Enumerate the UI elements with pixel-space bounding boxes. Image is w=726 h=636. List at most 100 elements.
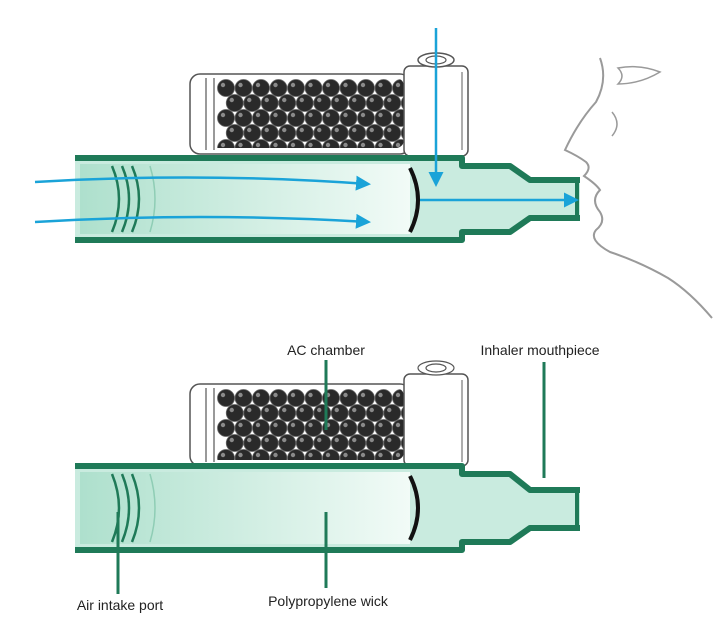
carbon-bead: [322, 109, 340, 127]
air-flow-arrows: [34, 28, 579, 229]
bead-highlight: [299, 97, 304, 103]
bead-highlight: [255, 452, 261, 458]
bead-highlight: [378, 142, 383, 148]
label-ac-chamber: AC chamber: [287, 342, 365, 358]
carbon-bead: [269, 79, 288, 97]
carbon-bead: [348, 434, 367, 452]
bead-highlight: [255, 422, 261, 428]
carbon-bead: [322, 79, 340, 97]
carbon-bead: [234, 389, 253, 407]
bead-highlight: [325, 112, 331, 118]
carbon-bead: [295, 404, 314, 422]
carbon-bead: [357, 109, 375, 127]
bead-highlight: [343, 452, 348, 458]
carbon-bead: [339, 79, 358, 97]
carbon-bead: [313, 124, 332, 142]
carbon-bead: [234, 79, 253, 97]
carbon-bead: [269, 389, 288, 407]
bead-highlight: [387, 127, 392, 133]
label-mouthpiece: Inhaler mouthpiece: [480, 342, 599, 358]
bead-highlight: [360, 452, 366, 458]
bead-highlight: [238, 422, 243, 428]
carbon-bead: [339, 109, 358, 127]
bead-highlight: [334, 437, 339, 443]
bead-highlight: [229, 437, 234, 443]
carbon-bead: [348, 124, 367, 142]
bead-highlight: [264, 97, 269, 103]
bead-highlight: [220, 392, 226, 398]
bead-highlight: [352, 437, 357, 443]
carbon-bead: [330, 404, 349, 422]
bead-highlight: [334, 407, 339, 413]
bead-highlight: [255, 112, 261, 118]
carbon-bead: [348, 404, 367, 422]
carbon-bead: [278, 404, 297, 422]
bead-highlight: [273, 452, 278, 458]
carbon-beads: [217, 389, 404, 460]
bead-highlight: [369, 407, 374, 413]
bead-highlight: [360, 82, 366, 88]
carbon-bead: [269, 419, 288, 437]
carbon-bead: [304, 109, 323, 127]
bead-highlight: [229, 97, 234, 103]
bead-highlight: [317, 437, 322, 443]
bead-highlight: [360, 422, 366, 428]
carbon-bead: [295, 434, 314, 452]
bead-highlight: [360, 392, 366, 398]
carbon-bead: [365, 434, 384, 452]
bead-highlight: [325, 452, 331, 458]
bead-highlight: [238, 392, 243, 398]
bead-highlight: [378, 452, 383, 458]
bead-highlight: [334, 97, 339, 103]
carbon-bead: [252, 109, 270, 127]
bead-highlight: [395, 142, 401, 148]
top-inhaler: [34, 28, 713, 319]
label-wick: Polypropylene wick: [268, 593, 389, 609]
carbon-bead: [234, 419, 253, 437]
bead-highlight: [387, 437, 392, 443]
bead-highlight: [343, 422, 348, 428]
bead-highlight: [352, 407, 357, 413]
bead-highlight: [343, 392, 348, 398]
bead-highlight: [378, 112, 383, 118]
bead-highlight: [308, 112, 313, 118]
bead-highlight: [238, 452, 243, 458]
carbon-bead: [330, 434, 349, 452]
bead-highlight: [395, 112, 401, 118]
carbon-bead: [374, 109, 393, 127]
carbon-bead: [339, 419, 358, 437]
bead-highlight: [343, 82, 348, 88]
bead-highlight: [247, 407, 252, 413]
bead-highlight: [290, 452, 296, 458]
carbon-bead: [383, 94, 402, 112]
bead-highlight: [255, 392, 261, 398]
carbon-bead: [313, 404, 332, 422]
arrow-icon: [34, 213, 371, 229]
bead-highlight: [247, 97, 252, 103]
bead-highlight: [343, 112, 348, 118]
bead-highlight: [378, 422, 383, 428]
bead-highlight: [220, 112, 226, 118]
carbon-bead: [278, 94, 297, 112]
bead-highlight: [273, 422, 278, 428]
carbon-bead: [383, 434, 402, 452]
carbon-bead: [225, 404, 244, 422]
carbon-bead: [383, 124, 402, 142]
carbon-bead: [313, 434, 332, 452]
carbon-bead: [217, 109, 235, 127]
ear-icon: [611, 111, 618, 137]
carbon-bead: [217, 389, 235, 407]
carbon-bead: [243, 94, 262, 112]
bead-highlight: [308, 392, 313, 398]
carbon-bead: [400, 434, 404, 452]
tube-bottom: [75, 463, 580, 553]
bead-highlight: [299, 127, 304, 133]
bead-highlight: [299, 437, 304, 443]
carbon-bead: [304, 79, 323, 97]
bead-highlight: [334, 127, 339, 133]
bead-highlight: [317, 127, 322, 133]
bead-highlight: [395, 422, 401, 428]
bead-highlight: [369, 97, 374, 103]
carbon-bead: [260, 124, 279, 142]
